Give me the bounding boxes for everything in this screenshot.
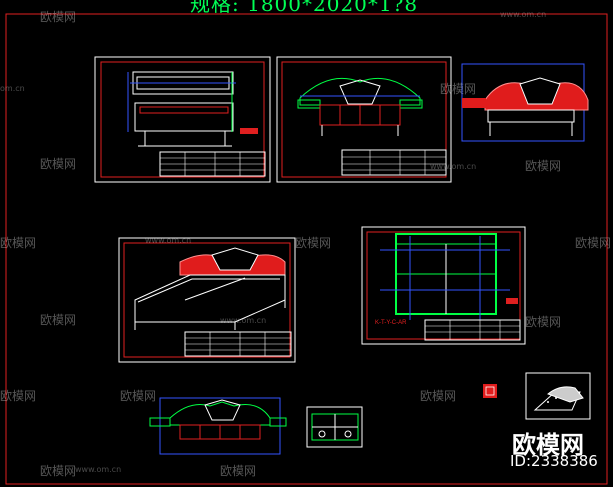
- panel-headboard-render[interactable]: [461, 63, 589, 142]
- panel-headboard-small[interactable]: [149, 397, 287, 455]
- panel-section-detail[interactable]: [306, 406, 363, 448]
- watermark-brand: 欧模网: [440, 82, 477, 96]
- watermark-brand: 欧模网: [525, 315, 562, 329]
- drawing-label: K-T-Y-C-AR: [375, 320, 407, 326]
- watermark-domain: www.om.cn: [430, 162, 477, 171]
- panel-plan-view[interactable]: K-T-Y-C-AR: [361, 226, 526, 345]
- watermark-domain: www.om.cn: [145, 236, 192, 245]
- watermark-brand: 欧模网: [220, 464, 257, 478]
- thumbnail-preview[interactable]: [525, 372, 591, 420]
- watermark-domain: www.om.cn: [220, 316, 267, 325]
- watermark-brand: 欧模网: [120, 389, 157, 403]
- watermark-brand: 欧模网: [40, 464, 77, 478]
- sheet-title: 规格: 1800*2020*1?8: [190, 0, 419, 16]
- panel-bed-isometric[interactable]: [118, 237, 296, 363]
- watermark-brand: 欧模网: [525, 159, 562, 173]
- panel-side-elevation[interactable]: [94, 56, 271, 183]
- watermark-brand: 欧模网: [420, 389, 457, 403]
- watermark-domain: www.om.cn: [500, 10, 547, 19]
- seal-stamp: [483, 384, 497, 398]
- brand-logo: 欧模网: [512, 431, 584, 459]
- watermark-brand: 欧模网: [295, 236, 332, 250]
- watermark-brand: 欧模网: [0, 236, 37, 250]
- watermark-brand: 欧模网: [40, 10, 77, 24]
- sheet-frame: [5, 13, 608, 485]
- panel-headboard-elevation[interactable]: [276, 56, 452, 183]
- watermark-domain: om.cn: [0, 84, 25, 93]
- watermark-domain: www.om.cn: [75, 465, 122, 474]
- watermark-brand: 欧模网: [575, 236, 612, 250]
- model-id: ID:2338386: [510, 452, 598, 470]
- watermark-brand: 欧模网: [40, 157, 77, 171]
- watermark-brand: 欧模网: [40, 313, 77, 327]
- watermark-brand: 欧模网: [0, 389, 37, 403]
